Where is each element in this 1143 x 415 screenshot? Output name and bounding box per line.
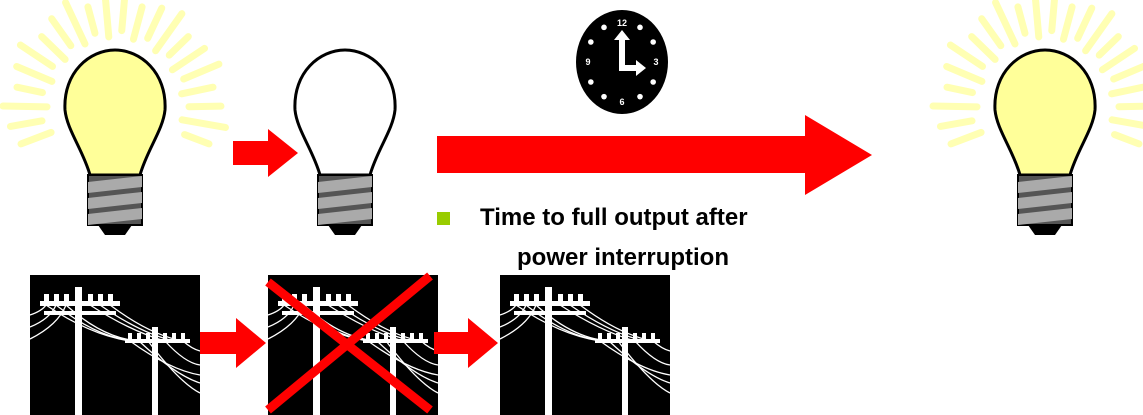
- clock-tick: [601, 24, 607, 31]
- glow-ray: [129, 3, 146, 43]
- glow-ray: [1098, 44, 1139, 74]
- glow-ray: [1110, 62, 1143, 83]
- glow-ray: [152, 10, 186, 55]
- glow-ray: [1115, 102, 1143, 111]
- glow-rays-right: [929, 0, 1143, 148]
- clock-hour-hand: [619, 60, 646, 76]
- glow-ray: [943, 83, 976, 97]
- long-arrow-icon: [437, 115, 872, 195]
- glow-ray: [1032, 0, 1043, 41]
- glow-ray: [1074, 4, 1096, 42]
- clock-tick: [588, 79, 594, 85]
- glow-ray: [178, 116, 229, 131]
- clock-numeral-9: 9: [585, 57, 590, 67]
- clock-icon: 12 3 6 9: [576, 10, 668, 114]
- glow-ray: [1014, 3, 1029, 37]
- lit-bulb-icon: [63, 48, 167, 237]
- glow-ray: [185, 102, 225, 111]
- glow-ray: [16, 41, 57, 70]
- glow-ray: [1108, 83, 1143, 98]
- caption-bullet-row: Time to full output after: [437, 198, 817, 238]
- clock-minute-hand: [614, 30, 630, 70]
- glow-ray: [1111, 131, 1143, 148]
- glow-ray: [144, 4, 166, 42]
- arrow-icon: [200, 318, 266, 368]
- glow-ray: [992, 0, 1019, 48]
- glow-ray: [181, 131, 213, 148]
- clock-tick: [588, 39, 594, 45]
- clock-numeral-3: 3: [653, 57, 658, 67]
- clock-tick: [637, 93, 643, 100]
- clock-numeral-6: 6: [619, 97, 624, 107]
- glow-ray: [1082, 10, 1116, 55]
- clock-tick: [637, 24, 643, 31]
- glow-rays-left: [0, 0, 229, 148]
- caption-line-2: power interruption: [517, 244, 729, 271]
- glow-ray: [84, 3, 99, 37]
- caption-line-1: Time to full output after: [480, 204, 748, 231]
- glow-ray: [180, 60, 223, 83]
- power-lines-icon: [499, 274, 671, 415]
- glow-ray: [168, 44, 209, 74]
- glow-ray: [165, 33, 192, 59]
- unlit-bulb-icon: [293, 48, 397, 237]
- glow-ray: [947, 128, 985, 148]
- glow-ray: [1048, 0, 1058, 35]
- glow-ray: [6, 117, 46, 130]
- glow-ray: [968, 33, 999, 63]
- clock-tick: [650, 39, 656, 45]
- glow-ray: [1095, 33, 1122, 59]
- glow-ray: [943, 62, 986, 85]
- clock-tick: [601, 93, 607, 100]
- glow-ray: [929, 102, 981, 111]
- glow-ray: [978, 15, 1005, 50]
- glow-ray: [946, 41, 987, 70]
- glow-ray: [118, 0, 128, 35]
- power-lines-icon: [29, 274, 201, 415]
- glow-ray: [13, 83, 46, 97]
- glow-ray: [0, 102, 51, 111]
- lit-bulb-icon: [993, 48, 1097, 237]
- glow-ray: [13, 62, 56, 85]
- glow-ray: [38, 33, 69, 63]
- glow-ray: [17, 128, 55, 148]
- caption: Time to full output after power interrup…: [437, 198, 817, 278]
- glow-ray: [178, 83, 217, 98]
- glow-ray: [102, 0, 113, 41]
- arrow-icon: [434, 318, 498, 368]
- glow-ray: [936, 117, 976, 130]
- bullet-square-icon: [437, 211, 450, 225]
- glow-ray: [1059, 3, 1076, 43]
- clock-numeral-12: 12: [617, 18, 627, 28]
- arrow-icon: [233, 129, 298, 177]
- cross-mark-icon: [265, 272, 433, 414]
- clock-tick: [650, 79, 656, 85]
- glow-ray: [48, 15, 75, 50]
- glow-ray: [62, 0, 89, 48]
- glow-ray: [1108, 116, 1143, 129]
